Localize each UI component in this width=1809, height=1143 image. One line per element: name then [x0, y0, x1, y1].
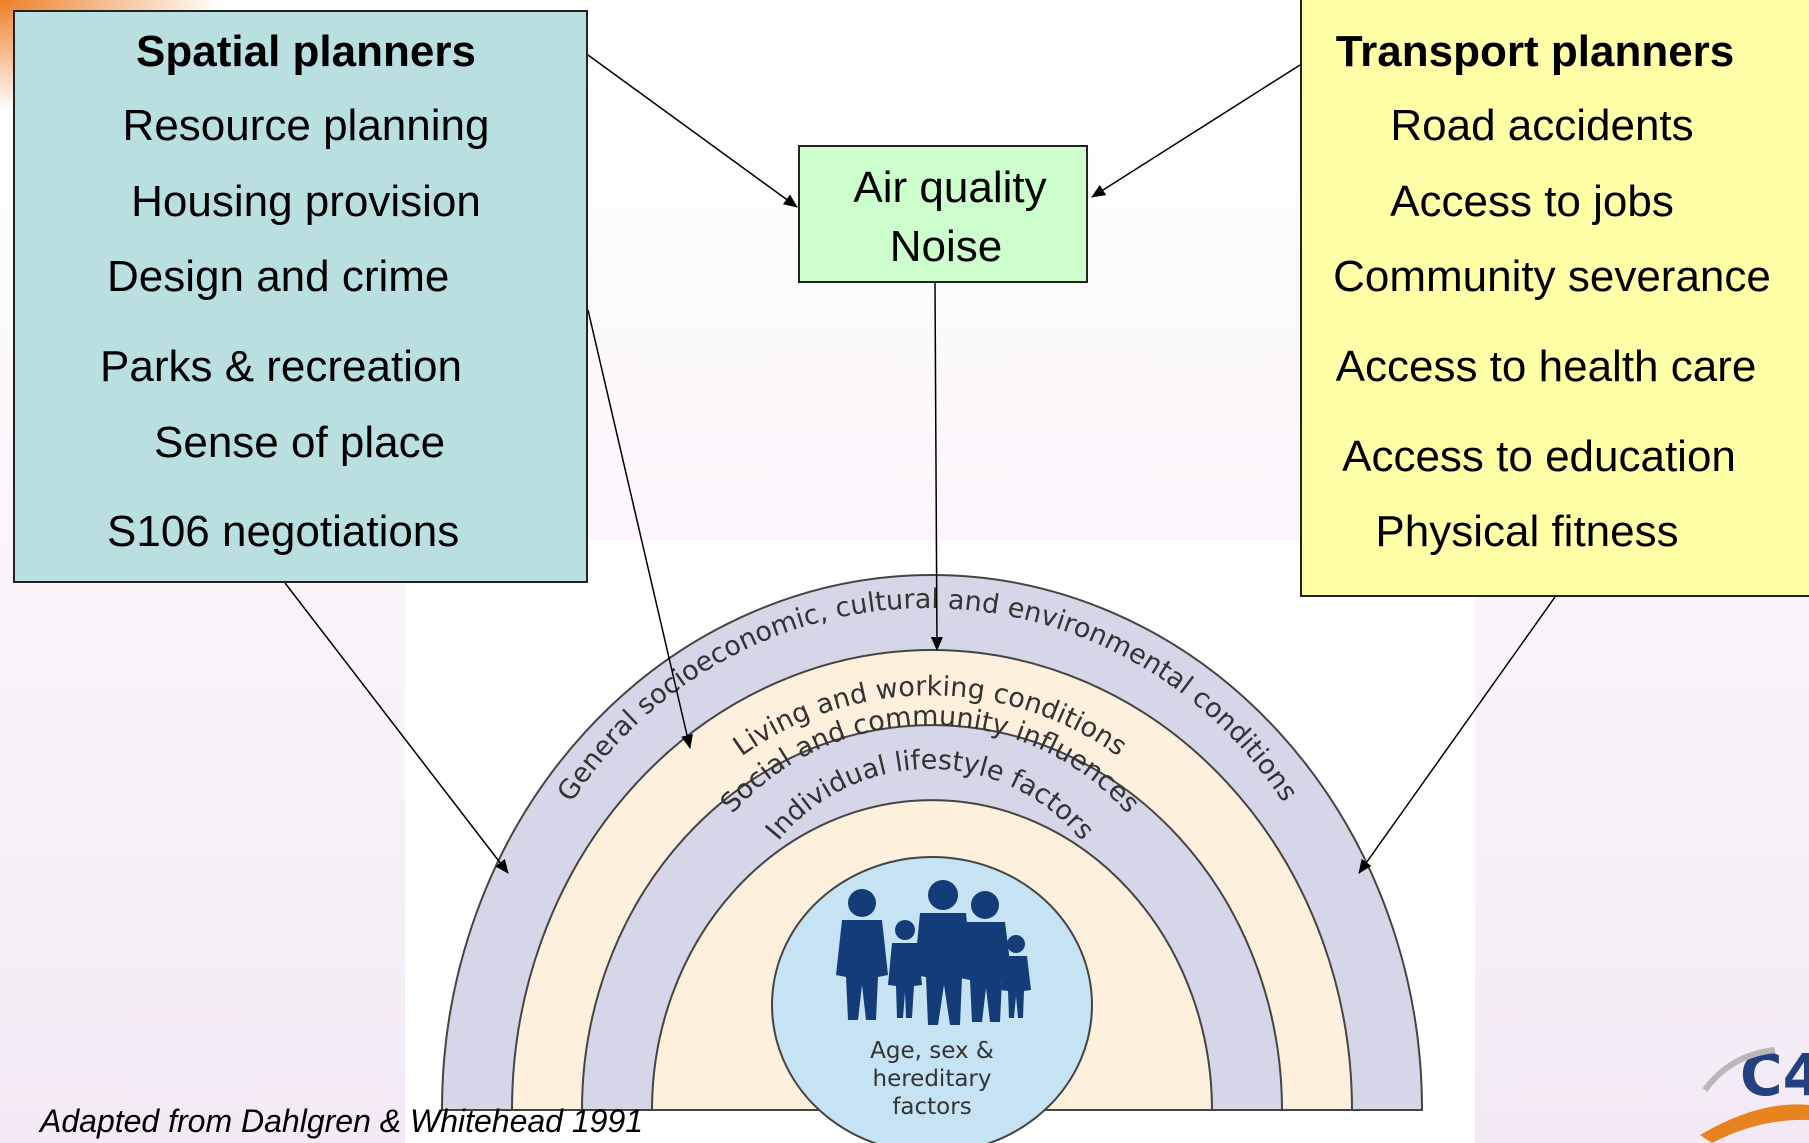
arrow-transport-to-air	[1091, 64, 1301, 198]
transport-item: Road accidents	[1390, 101, 1694, 150]
spatial-planners-box	[13, 10, 588, 583]
spatial-item: Resource planning	[122, 101, 490, 150]
arrow-spatial-to-general	[284, 582, 509, 874]
noise-label: Noise	[889, 222, 1003, 271]
spatial-item: Sense of place	[154, 418, 446, 467]
transport-item: Access to health care	[1335, 342, 1757, 391]
arrow-air-to-living	[930, 282, 943, 651]
transport-item: Physical fitness	[1375, 507, 1679, 556]
spatial-item: S106 negotiations	[107, 507, 460, 556]
spatial-item: Parks & recreation	[100, 342, 462, 391]
air-quality-noise-box	[798, 145, 1088, 283]
transport-item: Community severance	[1333, 252, 1771, 301]
arrow-spatial-to-living	[587, 309, 693, 749]
transport-planners-title: Transport planners	[1335, 27, 1735, 76]
c4-logo: C4	[1700, 1041, 1809, 1143]
spatial-planners-title: Spatial planners	[136, 27, 476, 76]
spatial-item: Housing provision	[131, 177, 481, 226]
family-silhouette-icon	[836, 880, 1031, 1025]
core-text-line-3: factors	[892, 1094, 971, 1120]
arrow-spatial-to-air	[587, 54, 798, 208]
source-citation: Adapted from Dahlgren & Whitehead 1991	[40, 1103, 644, 1139]
transport-item: Access to jobs	[1390, 177, 1674, 226]
spatial-item: Design and crime	[107, 252, 450, 301]
arrow-transport-to-general	[1358, 596, 1556, 874]
core-text-line-1: Age, sex &	[870, 1038, 994, 1064]
core-text-line-2: hereditary	[873, 1066, 992, 1092]
transport-item: Access to education	[1342, 432, 1736, 481]
transport-planners-box	[1300, 0, 1809, 597]
air-quality-label: Air quality	[853, 163, 1047, 212]
